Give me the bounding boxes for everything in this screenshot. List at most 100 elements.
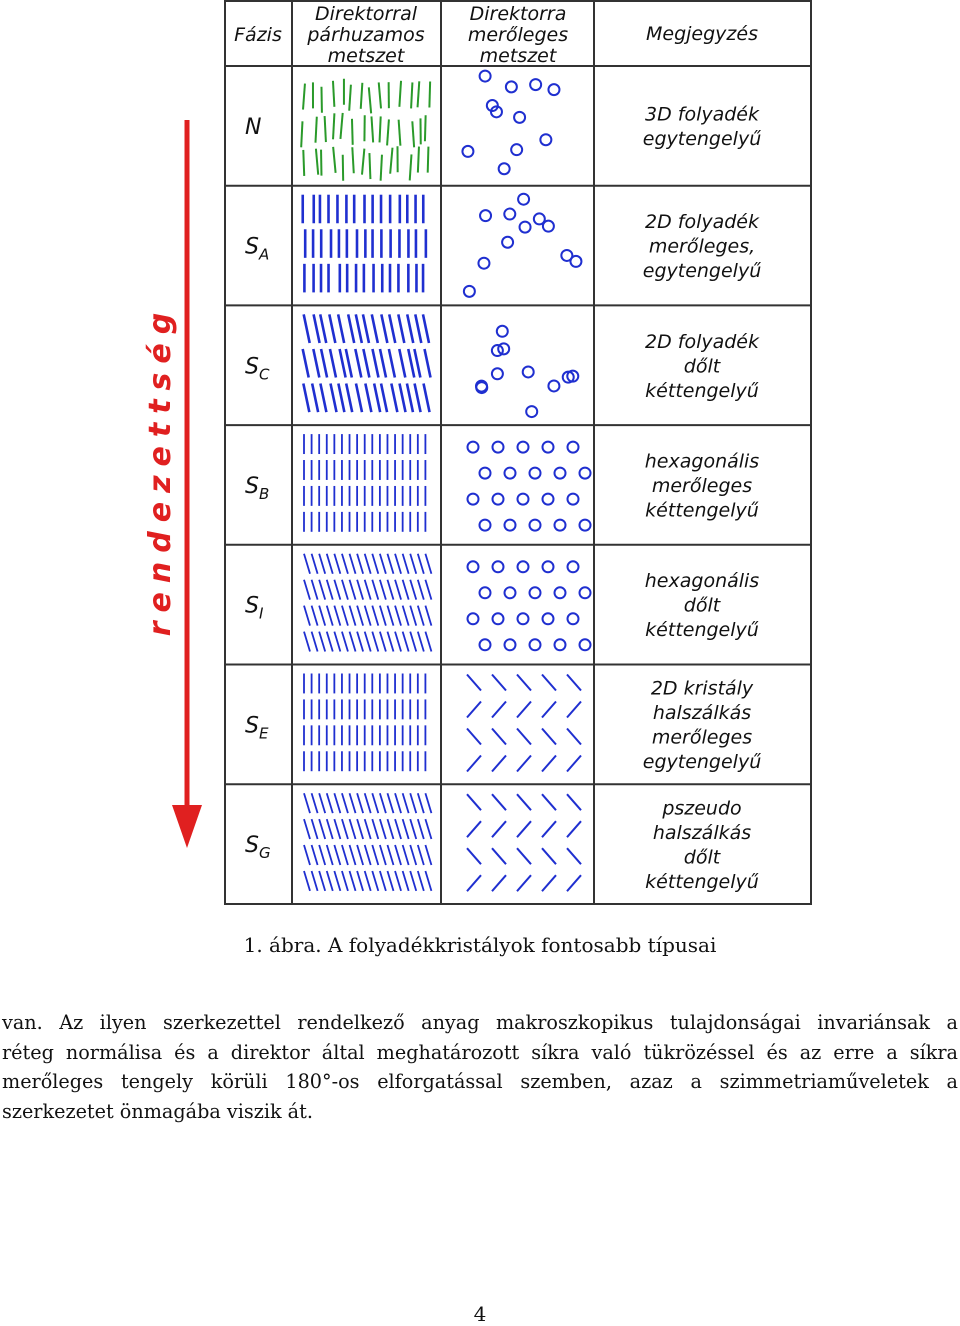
molecule: [410, 580, 416, 600]
molecule: [312, 819, 318, 839]
molecule: [334, 819, 340, 839]
molecule: [348, 314, 354, 343]
phase-note-line: merőleges: [652, 475, 752, 497]
header-parallel-3: metszet: [328, 45, 406, 67]
molecule: [352, 119, 353, 145]
molecule-section: [517, 729, 531, 745]
molecule-section: [467, 794, 481, 810]
molecule-section: [580, 520, 591, 531]
molecule: [381, 384, 387, 413]
molecule-section: [530, 79, 541, 90]
molecule: [380, 580, 386, 600]
molecule: [380, 632, 386, 652]
molecule-section: [523, 366, 534, 377]
molecule: [380, 793, 386, 813]
header-phase: Fázis: [234, 24, 282, 46]
molecule: [395, 554, 401, 574]
molecule: [418, 81, 420, 107]
molecule: [312, 845, 318, 865]
molecule: [418, 606, 424, 626]
molecule: [320, 314, 326, 343]
molecule: [399, 81, 401, 107]
parallel-section: [304, 554, 431, 652]
perpendicular-section: [467, 675, 581, 772]
molecule-section: [530, 468, 541, 479]
molecule: [342, 554, 348, 574]
molecule-section: [467, 848, 481, 864]
molecule: [319, 793, 325, 813]
molecule-section: [480, 639, 491, 650]
molecule-section: [542, 756, 556, 772]
molecule: [338, 384, 344, 413]
phase-subscript: I: [259, 605, 264, 623]
molecule: [350, 871, 356, 891]
molecule-section: [542, 821, 556, 837]
molecule: [356, 314, 362, 343]
phase-note-line: pszeudo: [661, 797, 741, 819]
molecule-section: [555, 639, 566, 650]
molecule: [425, 349, 431, 378]
phase-note-line: egytengelyű: [643, 260, 762, 282]
molecule-section: [561, 250, 572, 261]
parallel-section: [303, 314, 431, 412]
molecule: [389, 349, 395, 378]
molecule: [425, 580, 431, 600]
molecule: [357, 554, 363, 574]
molecule-section: [517, 794, 531, 810]
molecule: [365, 384, 371, 413]
phase-note-line: 2D folyadék: [645, 331, 760, 353]
molecule: [340, 113, 342, 139]
molecule: [395, 632, 401, 652]
molecule: [428, 147, 429, 173]
molecule: [380, 871, 386, 891]
molecule: [319, 632, 325, 652]
molecule-section: [492, 675, 506, 691]
molecule: [425, 554, 431, 574]
molecule: [429, 82, 430, 108]
molecule-section: [480, 468, 491, 479]
molecule: [334, 554, 340, 574]
molecule-section: [567, 821, 581, 837]
molecule-section: [517, 756, 531, 772]
liquid-crystal-phase-figure: rendezettség Fázis Direktorral párhuzamo…: [130, 0, 830, 915]
molecule-section: [567, 794, 581, 810]
molecule: [369, 153, 370, 179]
molecule: [333, 81, 334, 107]
molecule-section: [480, 210, 491, 221]
molecule: [338, 314, 344, 343]
molecule: [418, 580, 424, 600]
molecule-section: [543, 561, 554, 572]
molecule: [333, 147, 335, 173]
molecule: [403, 554, 409, 574]
molecule-section: [492, 729, 506, 745]
molecule: [395, 871, 401, 891]
phase-symbol: SC: [245, 354, 270, 383]
figure-caption: 1. ábra. A folyadékkristályok fontosabb …: [0, 933, 960, 957]
molecule: [334, 580, 340, 600]
molecule-section: [530, 520, 541, 531]
molecule-section: [467, 675, 481, 691]
molecule: [372, 349, 378, 378]
perpendicular-section: [467, 794, 581, 891]
molecule: [395, 606, 401, 626]
molecule-section: [568, 494, 579, 505]
molecule-section: [467, 875, 481, 891]
header-parallel-1: Direktorral: [315, 3, 418, 25]
molecule: [342, 871, 348, 891]
molecule-section: [493, 442, 504, 453]
molecule: [395, 845, 401, 865]
molecule: [312, 384, 318, 413]
molecule: [327, 580, 333, 600]
molecule-section: [517, 702, 531, 718]
molecule: [372, 793, 378, 813]
molecule-section: [492, 848, 506, 864]
molecule: [303, 150, 304, 176]
molecule: [415, 384, 421, 413]
molecule: [410, 154, 412, 180]
molecule: [304, 793, 310, 813]
molecule: [408, 349, 414, 378]
molecule: [350, 845, 356, 865]
molecule-section: [518, 194, 529, 205]
molecule: [319, 606, 325, 626]
molecule-section: [530, 639, 541, 650]
